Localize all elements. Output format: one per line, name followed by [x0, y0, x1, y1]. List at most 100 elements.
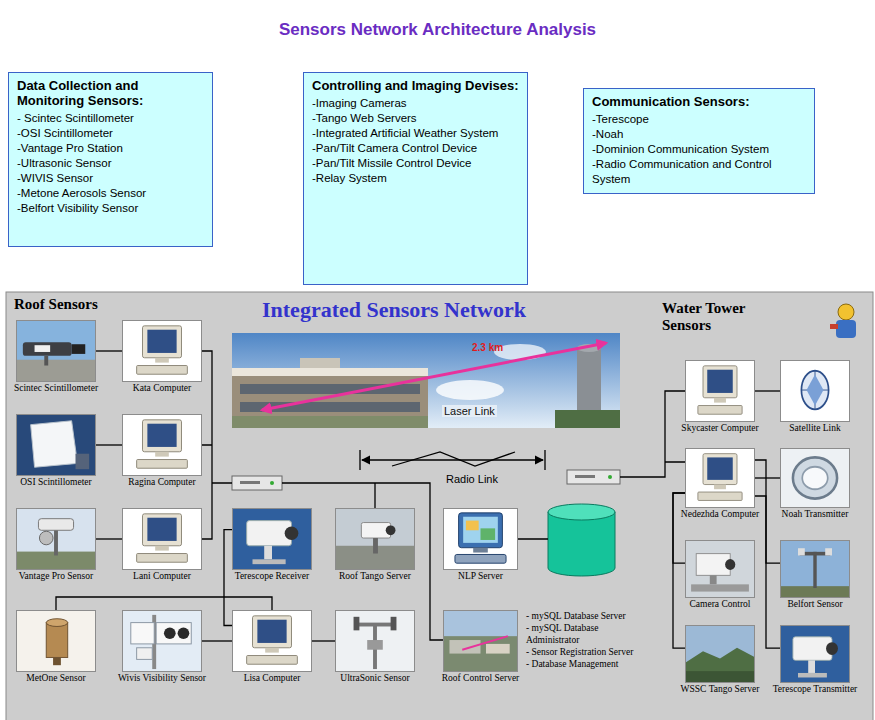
device-tile: Belfort Sensor — [780, 540, 850, 598]
device-picture — [233, 509, 311, 569]
device-picture — [686, 361, 754, 421]
device-picture — [35, 345, 51, 352]
device-picture — [459, 513, 503, 548]
list-item: -Pan/Tilt Camera Control Device — [312, 141, 519, 156]
device-picture — [686, 626, 754, 682]
device-picture — [781, 449, 849, 507]
box-heading: Communication Sensors: — [592, 94, 806, 109]
device-picture — [156, 623, 191, 644]
device-picture — [155, 452, 169, 457]
device-tile: Satellite Link — [780, 360, 850, 422]
device-picture — [46, 619, 67, 627]
device-picture — [17, 321, 95, 381]
network-title: Integrated Sensors Network — [262, 297, 602, 322]
device-tile: MetOne Sensor — [16, 610, 96, 672]
device-picture — [264, 546, 272, 560]
connector — [96, 444, 122, 445]
device-caption: Ragina Computer — [128, 477, 195, 488]
device-tile: Scintec Scintillometer — [16, 320, 96, 382]
device-picture — [686, 626, 754, 682]
connector — [202, 640, 232, 641]
device-tile: Terescope Receiver — [232, 508, 312, 570]
device-picture — [725, 559, 735, 570]
device-picture — [781, 626, 849, 682]
device-tile: Kata Computer — [122, 320, 202, 382]
device-picture — [798, 548, 805, 555]
device-picture — [781, 541, 849, 597]
device-picture — [444, 636, 517, 671]
device-picture — [123, 509, 201, 569]
device-tile: Ragina Computer — [122, 414, 202, 476]
list-item: -Ultrasonic Sensor — [17, 156, 204, 171]
device-picture — [808, 660, 815, 673]
device-picture — [781, 361, 849, 421]
device-picture — [356, 623, 395, 627]
device-picture — [17, 611, 95, 671]
device-tile: Lisa Computer — [232, 610, 312, 672]
roof-photo — [300, 358, 340, 368]
device-picture — [137, 366, 188, 375]
device-picture — [825, 548, 832, 555]
device-picture — [155, 358, 169, 363]
network-hub — [232, 476, 282, 490]
device-picture — [686, 449, 754, 507]
network-hub — [575, 475, 595, 478]
info-box: Communication Sensors:-Terescope-Noah-Do… — [583, 88, 815, 194]
device-picture — [17, 415, 95, 475]
device-picture — [164, 627, 176, 639]
device-picture — [17, 360, 95, 381]
network-hub — [567, 470, 620, 484]
device-picture — [23, 342, 72, 356]
device-picture — [714, 485, 726, 490]
mascot-icon — [826, 300, 868, 344]
list-item: -Radio Communication and Control System — [592, 157, 806, 187]
device-picture — [703, 366, 737, 398]
database-cylinder — [548, 512, 615, 576]
device-picture — [123, 611, 201, 671]
connector — [755, 390, 780, 391]
device-picture — [336, 611, 414, 671]
laser-link-arrow — [262, 343, 606, 410]
list-item: -OSI Scintillometer — [17, 126, 204, 141]
info-box: Data Collection and Monitoring Sensors:-… — [8, 72, 213, 247]
device-picture — [686, 648, 754, 682]
database-cylinder — [548, 504, 615, 576]
connector — [755, 477, 780, 478]
device-picture — [686, 361, 754, 421]
connector — [56, 597, 272, 610]
device-picture — [336, 509, 414, 569]
device-caption: Roof Control Server — [442, 673, 520, 684]
device-caption: NLP Server — [458, 571, 503, 582]
device-picture — [76, 454, 90, 469]
device-picture — [813, 552, 816, 588]
network-hub — [240, 481, 260, 484]
device-picture — [39, 531, 53, 545]
mascot-icon — [826, 300, 868, 344]
device-picture — [285, 526, 299, 540]
device-tile: Terescope Transmitter — [780, 625, 850, 683]
connector — [673, 493, 685, 563]
box-heading: Controlling and Imaging Devises: — [312, 78, 519, 93]
note-line: - mySQL Database Administrator — [526, 622, 638, 646]
network-wire — [202, 351, 685, 640]
panel-ground — [6, 292, 873, 720]
device-caption: Vantage Pro Sensor — [19, 571, 93, 582]
network-hub — [270, 481, 274, 485]
device-caption: Lisa Computer — [244, 673, 301, 684]
device-picture — [143, 326, 182, 358]
device-picture — [44, 356, 48, 366]
list-item: -Tango Web Servers — [312, 111, 519, 126]
device-caption: Satellite Link — [789, 423, 840, 434]
list-item: -WIVIS Sensor — [17, 171, 204, 186]
device-tile: Nedezhda Computer — [685, 448, 755, 508]
roof-photo — [232, 333, 428, 428]
device-picture — [391, 617, 397, 631]
device-caption: Terescope Transmitter — [773, 684, 858, 695]
device-picture — [143, 514, 182, 546]
device-tile: Camera Control — [685, 540, 755, 598]
device-picture — [46, 623, 67, 658]
list-item: -Vantage Pro Station — [17, 141, 204, 156]
device-picture — [462, 636, 508, 650]
mascot-icon — [836, 320, 856, 338]
